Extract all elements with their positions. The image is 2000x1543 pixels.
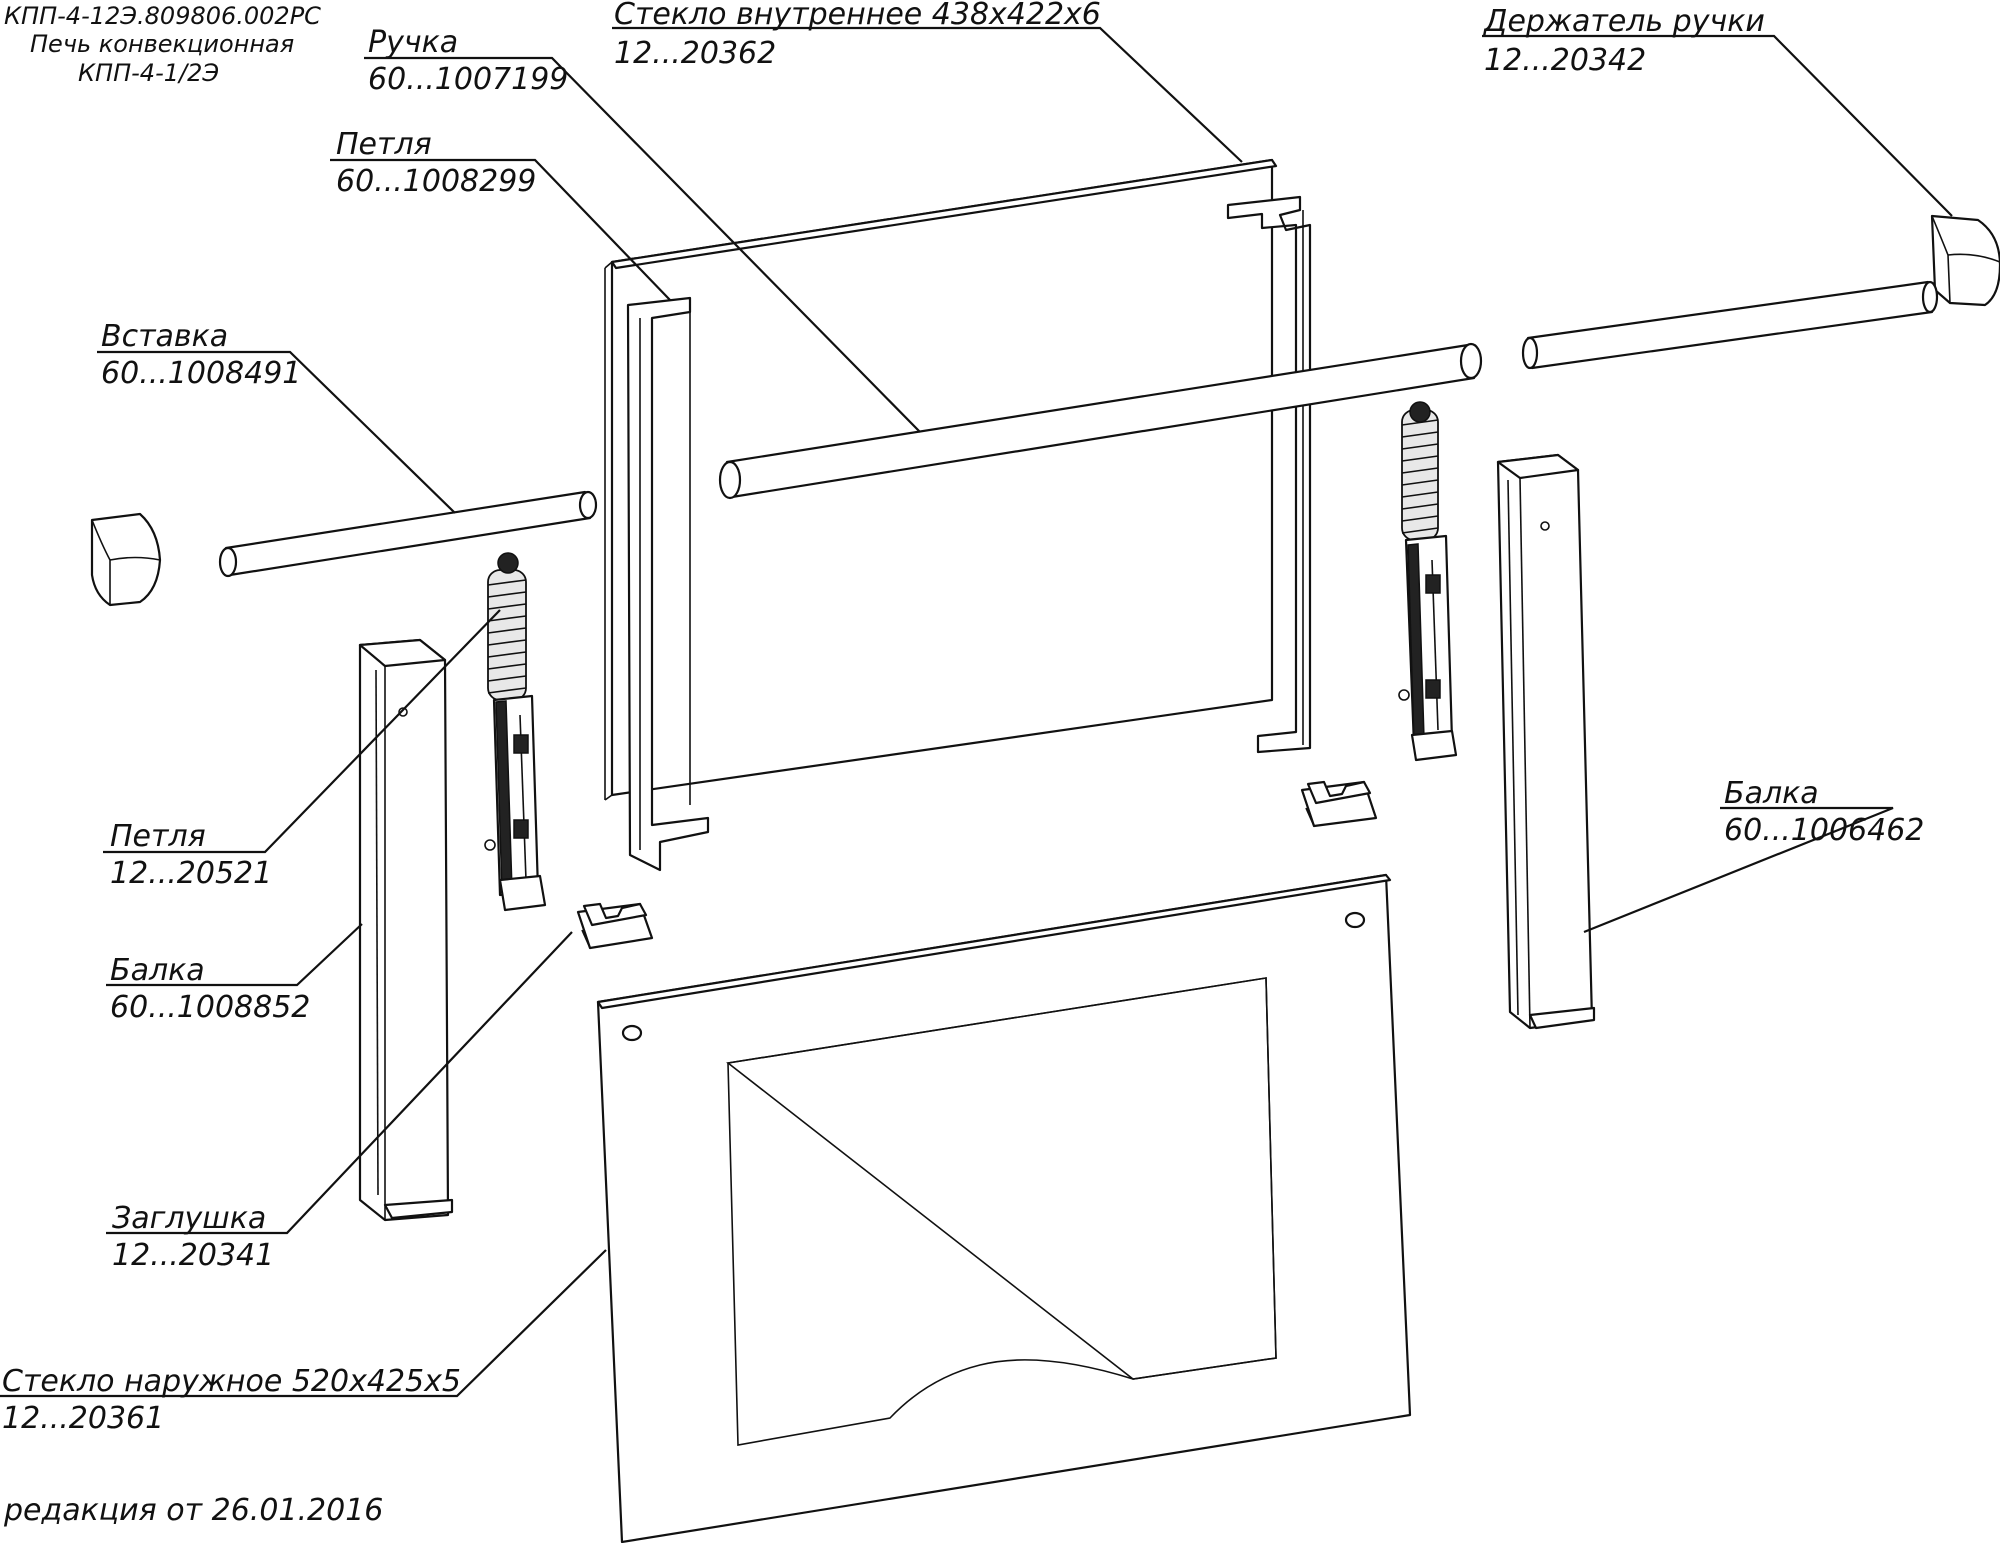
callout-code: 60...1006462 [1724,813,1924,848]
doc-number: КПП-4-12Э.809806.002РС [4,2,321,30]
callout-name: Вставка [101,319,228,354]
callout-name: Петля [336,127,432,162]
callout-name: Держатель ручки [1482,4,1765,39]
callout-name: Ручка [368,25,458,60]
callout-name: Стекло наружное 520х425х5 [2,1364,461,1399]
beam-right [1496,453,1596,1030]
callout-code: 12...20521 [110,856,272,891]
revision-note: редакция от 26.01.2016 [3,1493,383,1528]
product-model: КПП-4-1/2Э [78,59,219,87]
callout-hinge-left: Петля 12...20521 [110,819,272,891]
insert-cap-left [90,512,162,607]
inner-frame-rails [626,195,1312,872]
callout-code: 12...20362 [614,36,776,71]
handle-rod [718,342,1483,500]
callout-glass-outer: Стекло наружное 520х425х5 12...20361 [2,1364,461,1436]
callout-code: 60...1008491 [101,356,301,391]
callout-beam-left: Балка 60...1008852 [110,953,310,1025]
hinge-left [484,552,547,912]
title-block: КПП-4-12Э.809806.002РС Печь конвекционна… [4,2,321,87]
insert-rod [218,490,598,578]
callout-name: Балка [110,953,205,988]
plug-right [1300,780,1378,828]
callout-code: 12...20361 [2,1401,164,1436]
product-name: Печь конвекционная [30,30,294,58]
callout-name: Балка [1724,776,1819,811]
hinge-right [1398,401,1458,762]
callout-beam-right: Балка 60...1006462 [1724,776,1924,848]
inner-glass [604,158,1278,801]
handle-rod-right [1521,280,1939,370]
callout-handle: Ручка 60...1007199 [368,25,568,97]
callout-glass-inner: Стекло внутреннее 438х422х6 12...20362 [614,0,1101,71]
callout-name: Петля [110,819,206,854]
callout-name: Стекло внутреннее 438х422х6 [614,0,1101,32]
leader-lines [0,26,1953,1398]
plug-left [576,902,654,950]
callout-code: 12...20342 [1484,43,1646,78]
outer-glass [596,873,1412,1543]
callout-plug: Заглушка 12...20341 [112,1201,274,1273]
callout-code: 60...1008299 [336,164,536,199]
callout-insert: Вставка 60...1008491 [101,319,301,391]
callout-hinge-top: Петля 60...1008299 [336,127,536,199]
beam-left [358,638,454,1222]
callout-code: 60...1007199 [368,62,568,97]
callout-handle-holder: Держатель ручки 12...20342 [1482,4,1765,78]
handle-holder [1930,214,2000,307]
callout-name: Заглушка [112,1201,266,1236]
callout-code: 60...1008852 [110,990,310,1025]
callout-code: 12...20341 [112,1238,274,1273]
